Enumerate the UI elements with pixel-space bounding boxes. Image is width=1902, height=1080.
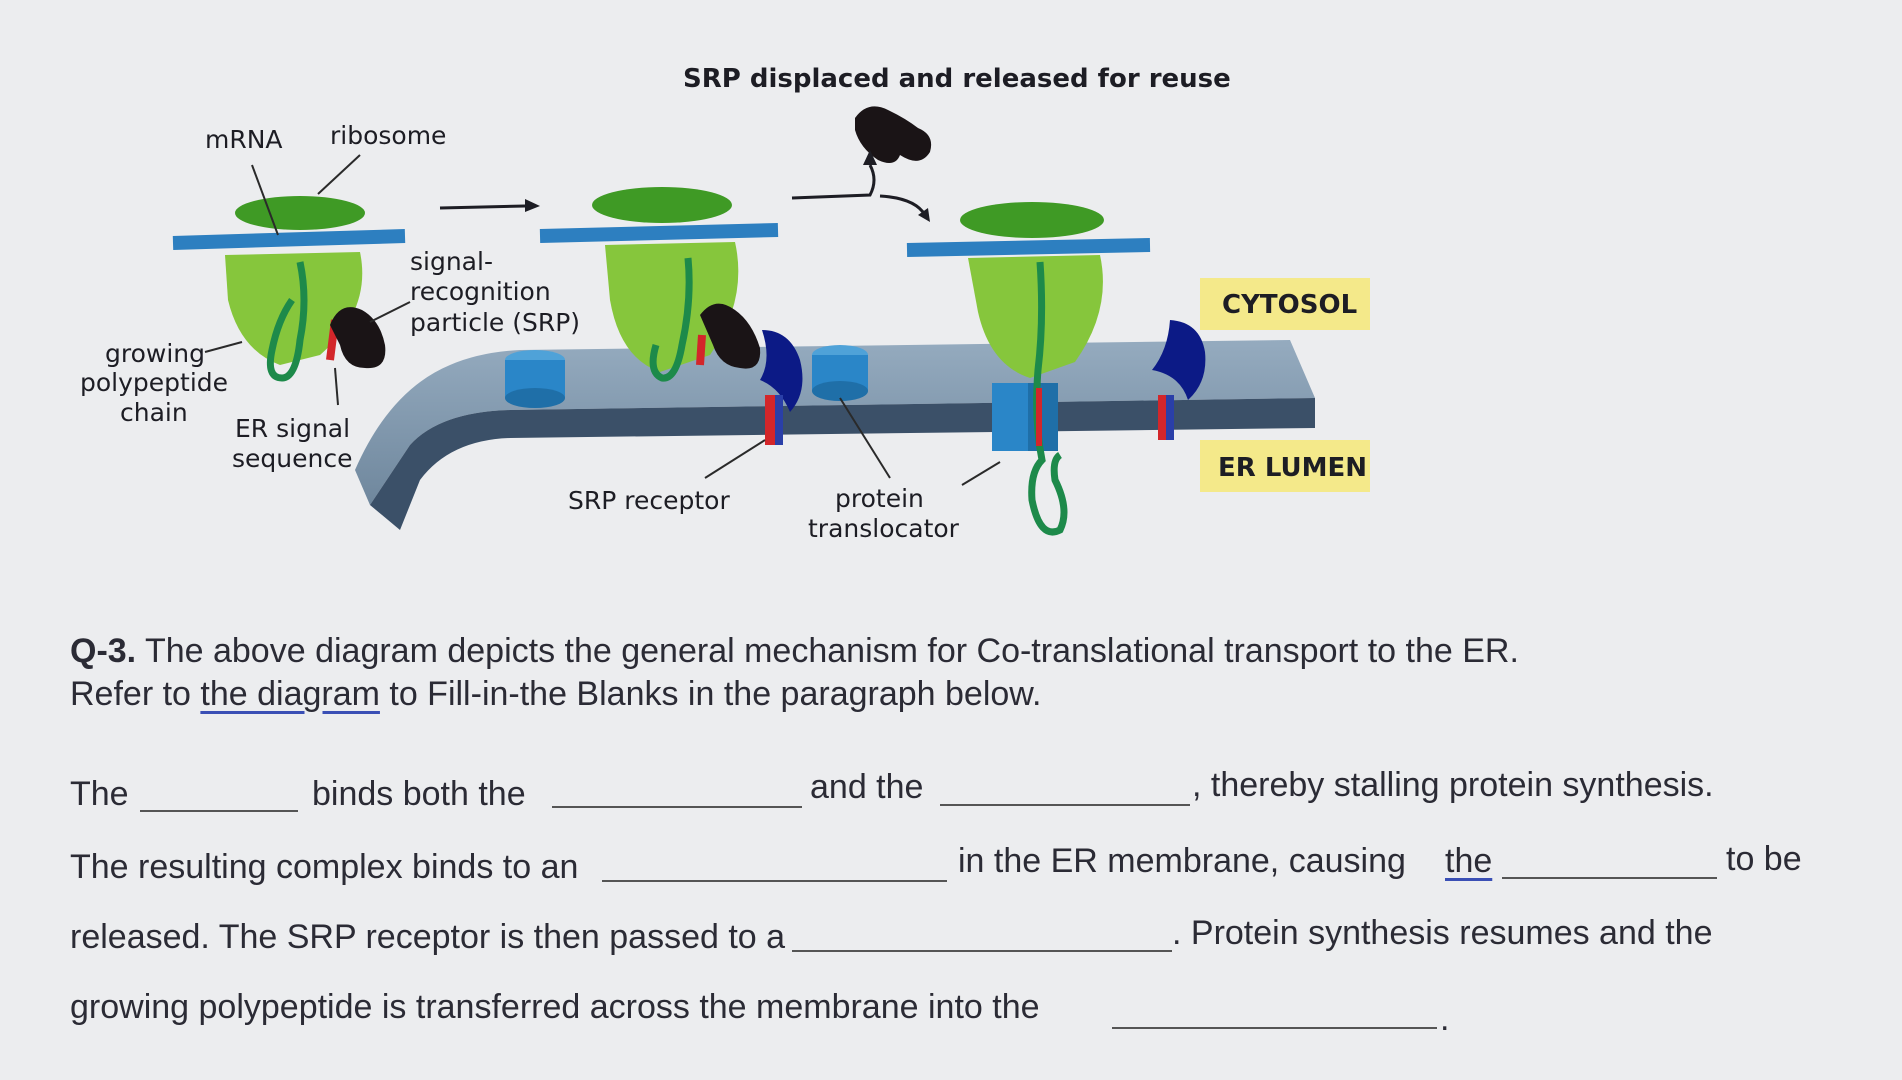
srp-released: [791, 106, 932, 222]
mrna-strand-3: [906, 238, 1151, 257]
co-translational-transport-diagram: SRP displaced and released for reuse mRN…: [80, 64, 1370, 543]
growing-label-3: chain: [120, 398, 188, 427]
question-number: Q-3.: [70, 632, 137, 670]
question-line-2: Refer to the diagram to Fill-in-the Blan…: [70, 675, 1042, 713]
er-signal-label-1: ER signal: [235, 414, 350, 443]
polypeptide-translocating: [1028, 261, 1068, 536]
the-link[interactable]: the: [1445, 842, 1493, 880]
cytosol-label: CYTOSOL: [1222, 290, 1357, 320]
blank-1[interactable]: [140, 810, 298, 812]
arrow-step-1-2: [439, 199, 540, 212]
mrna-strand-2: [539, 223, 779, 243]
blank-5[interactable]: [1502, 877, 1717, 879]
srp-receptor: [760, 330, 803, 412]
er-lumen-box: [1200, 440, 1370, 492]
translocator-label-1: protein: [835, 484, 924, 513]
srp-receptor-free: [1152, 320, 1206, 400]
translocator-open: [992, 383, 1032, 451]
growing-label-2: polypeptide: [80, 368, 228, 397]
blank-7[interactable]: [1112, 1027, 1437, 1029]
blank-6[interactable]: [792, 950, 1172, 952]
blank-3[interactable]: [940, 804, 1190, 806]
ribosome-2: [539, 187, 868, 445]
cytosol-box: [1200, 278, 1370, 330]
blank-4[interactable]: [602, 880, 947, 882]
question-text: The above diagram depicts the general me…: [136, 632, 1519, 670]
srp-docking: [700, 303, 761, 369]
diagram-title: SRP displaced and released for reuse: [683, 64, 1231, 94]
translocator-empty: [505, 350, 565, 408]
mrna-strand-1: [172, 229, 406, 250]
translocator-label-2: translocator: [808, 514, 960, 543]
er-lumen-label: ER LUMEN: [1218, 453, 1367, 483]
er-membrane: [355, 340, 1315, 530]
er-signal-label-2: sequence: [232, 444, 352, 473]
ribosome-1: [172, 196, 406, 382]
srp-receptor-label: SRP receptor: [568, 486, 730, 515]
srp-label-2: recognition: [410, 277, 551, 306]
growing-label-1: growing: [105, 339, 205, 368]
ribosome-3: [906, 202, 1206, 536]
ribosome-label: ribosome: [330, 121, 446, 150]
blank-2[interactable]: [552, 806, 802, 808]
mrna-label: mRNA: [205, 125, 283, 154]
question-line-1: Q-3. The above diagram depicts the gener…: [70, 632, 1519, 671]
diagram-link[interactable]: the diagram: [200, 675, 380, 713]
srp-label-1: signal-: [410, 247, 493, 276]
srp-bound: [330, 307, 386, 369]
srp-label-3: particle (SRP): [410, 308, 580, 337]
